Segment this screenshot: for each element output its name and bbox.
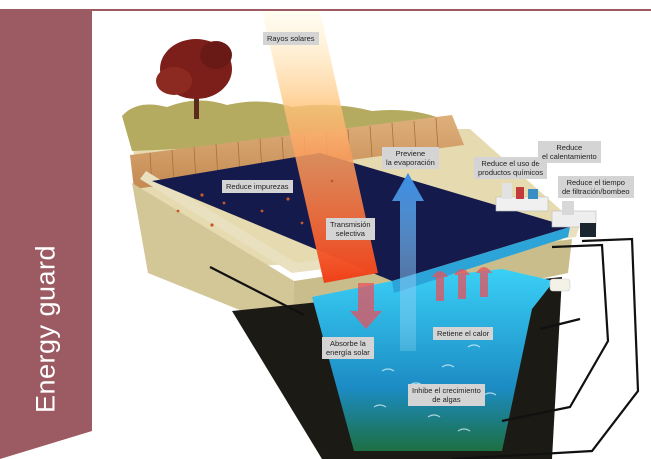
top-divider-line: [0, 9, 651, 11]
pool-wall-left: [132, 183, 294, 331]
sun-rays-beam: [262, 11, 378, 283]
side-banner-title: Energy guard: [30, 244, 61, 414]
leaves: [176, 179, 334, 227]
pool-equipment: [495, 183, 597, 292]
label-inhibit-algae: Inhibe el crecimiento de algas: [408, 384, 485, 406]
pipes: [209, 237, 640, 459]
heat-arrows: [350, 267, 492, 329]
evaporation-arrow: [392, 173, 424, 351]
label-selective-transmission: Transmisión selectiva: [326, 218, 375, 240]
label-reduce-heating: Reduce el calentamiento: [538, 141, 601, 163]
label-retain-heat: Retiene el calor: [433, 327, 494, 340]
label-prevent-evaporation: Previene la evaporación: [382, 147, 439, 169]
side-banner: Energy guard: [0, 11, 92, 431]
label-sun-rays: Rayos solares: [263, 32, 319, 45]
label-reduce-impurities: Reduce impurezas: [222, 180, 293, 193]
label-reduce-filtration: Reduce el tiempo de filtración/bombeo: [558, 176, 634, 198]
label-reduce-chemicals: Reduce el uso de productos químicos: [474, 157, 548, 179]
side-banner-notch: [0, 431, 92, 459]
label-absorb-solar: Absorbe la energía solar: [322, 337, 374, 359]
tree: [156, 39, 232, 119]
